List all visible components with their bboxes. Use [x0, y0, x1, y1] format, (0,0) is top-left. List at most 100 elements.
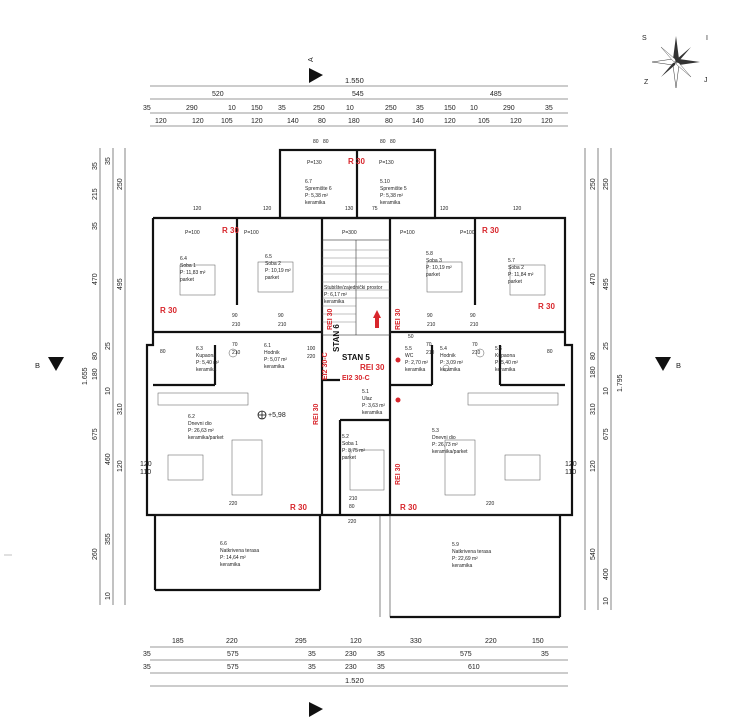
- right-dimension-chains: 250 470 80 675 540 400 10 250 495 25 180…: [565, 148, 624, 610]
- fire-label-ei2-v: EI2 30-C: [322, 352, 329, 380]
- svg-text:6.3: 6.3: [196, 346, 203, 352]
- door-dim-19: 120: [263, 206, 272, 212]
- right-dim-o6: 400: [603, 568, 610, 580]
- svg-text:Soba 1: Soba 1: [342, 441, 358, 447]
- svg-text:P: 8,75 m²: P: 8,75 m²: [342, 448, 365, 454]
- svg-text:Dnevni dio: Dnevni dio: [188, 421, 212, 427]
- bottom-dim-r2-3: 35: [308, 651, 316, 658]
- top-dim-r4-10: 120: [444, 118, 456, 125]
- top-dim-r3-2: 290: [186, 105, 198, 112]
- top-dim-r3-11: 10: [470, 105, 478, 112]
- left-dim-o12: 10: [105, 592, 112, 600]
- room-5-1: 5.1 Ulaz P: 3,63 m² keramika: [362, 389, 385, 416]
- svg-text:parket: parket: [508, 279, 523, 285]
- top-dim-r4-8: 80: [385, 118, 393, 125]
- svg-text:P: 2,70 m²: P: 2,70 m²: [405, 360, 428, 366]
- top-dim-r4-12: 120: [510, 118, 522, 125]
- svg-text:Hodnik: Hodnik: [440, 353, 456, 359]
- left-dim-o3: 35: [92, 222, 99, 230]
- door-dim-25: 80: [547, 349, 553, 355]
- right-dim-o7: 10: [603, 597, 610, 605]
- top-dim-r4-3: 105: [221, 118, 233, 125]
- p-label-7: P=100: [460, 230, 475, 236]
- left-dim-o7: 10: [105, 387, 112, 395]
- door-dim-22: 130: [345, 206, 354, 212]
- apartment-label-stan6: STAN 6: [332, 324, 341, 352]
- door-dim-5a: 70: [232, 342, 238, 348]
- stair-flight: [321, 239, 391, 336]
- fire-marker-dot-2: [395, 397, 401, 403]
- svg-text:keramika: keramika: [495, 367, 516, 373]
- fire-label-r30-7: R 30: [400, 503, 417, 512]
- svg-text:keramika: keramika: [264, 364, 285, 370]
- fire-label-r30-2: R 30: [348, 157, 365, 166]
- svg-text:keramika: keramika: [452, 563, 473, 569]
- svg-text:keramika: keramika: [440, 367, 461, 373]
- door-dim-5b: 210: [232, 350, 241, 356]
- svg-text:Dnevni dio: Dnevni dio: [432, 435, 456, 441]
- door-dimensions: 90 210 90 210 90 210 90 210 70 210 70 21…: [160, 139, 553, 525]
- top-dim-r3-5: 35: [278, 105, 286, 112]
- compass-n: S: [642, 35, 647, 42]
- svg-text:P: 11,84 m²: P: 11,84 m²: [508, 272, 534, 278]
- svg-text:P: 6,17 m²: P: 6,17 m²: [324, 292, 347, 298]
- svg-text:P: 22,69 m²: P: 22,69 m²: [452, 556, 478, 562]
- apartment-label-stan5: STAN 5: [342, 353, 370, 362]
- left-dim-m2: 250: [117, 178, 124, 190]
- furniture: [157, 261, 559, 496]
- room-6-1: 6.1 Hodnik P: 5,07 m² keramika: [264, 343, 287, 370]
- svg-text:6.5: 6.5: [265, 254, 272, 260]
- svg-text:5.4: 5.4: [440, 346, 447, 352]
- stair-common-area: Stubište/zajednički prostor P: 6,17 m² k…: [324, 285, 383, 305]
- svg-text:Kupaona: Kupaona: [196, 353, 216, 359]
- left-dim-o1: 35: [92, 162, 99, 170]
- top-dim-r3-10: 150: [444, 105, 456, 112]
- left-dim-o5: 80: [92, 352, 99, 360]
- level-crosshair-icon: [258, 411, 266, 419]
- room-5-10: 5.10 Spremište 5 P: 5,38 m² keramika: [380, 179, 407, 206]
- left-dim-o10: 260: [92, 548, 99, 560]
- top-dim-r4-11: 105: [478, 118, 490, 125]
- compass-rose-icon: S I J Z: [642, 35, 708, 89]
- bottom-dim-r1-1: 185: [172, 638, 184, 645]
- door-dim-17: 80: [390, 139, 396, 145]
- fire-label-r30-3: R 30: [482, 226, 499, 235]
- top-dim-r3-8: 250: [385, 105, 397, 112]
- p-label-2: P=130: [379, 160, 394, 166]
- fire-label-rei30-v3: REI 30: [313, 403, 320, 425]
- svg-text:5.3: 5.3: [432, 428, 439, 434]
- door-dim-11: 220: [348, 519, 357, 525]
- svg-text:Stubište/zajednički prostor: Stubište/zajednički prostor: [324, 285, 383, 291]
- right-dim-m7: 120: [590, 460, 597, 472]
- top-dim-r3-9: 35: [416, 105, 424, 112]
- level-marker: +5,98: [257, 410, 286, 420]
- svg-text:keramika: keramika: [405, 367, 426, 373]
- fire-label-ei2-h: EI2 30-C: [342, 375, 370, 382]
- svg-text:P: 10,19 m²: P: 10,19 m²: [426, 265, 452, 271]
- compass-w: Z: [644, 79, 649, 86]
- left-window-w2: 110: [140, 469, 151, 476]
- bottom-dim-r2-6: 575: [460, 651, 472, 658]
- room-6-5: 6.5 Soba 2 P: 10,19 m² parket: [265, 254, 291, 281]
- svg-text:Soba 2: Soba 2: [265, 261, 281, 267]
- svg-text:6.7: 6.7: [305, 179, 312, 185]
- section-marker-right: B: [655, 357, 681, 371]
- left-window-w1: 120: [140, 461, 152, 468]
- section-marker-bottom: [309, 702, 323, 717]
- svg-text:5.8: 5.8: [426, 251, 433, 257]
- fire-label-rei30-v1: REI 30: [327, 308, 334, 330]
- svg-text:P: 3,63 m²: P: 3,63 m²: [362, 403, 385, 409]
- fire-label-rei30-v4: REI 30: [395, 463, 402, 485]
- svg-text:6.4: 6.4: [180, 256, 187, 262]
- door-dim-23: 75: [372, 206, 378, 212]
- bottom-dim-r2-4: 230: [345, 651, 357, 658]
- right-dim-o1: 250: [590, 178, 597, 190]
- top-dim-r3-13: 35: [545, 105, 553, 112]
- svg-text:P: 26,73 m²: P: 26,73 m²: [432, 442, 458, 448]
- svg-text:P: 5,40 m²: P: 5,40 m²: [196, 360, 219, 366]
- p-label-1: P=130: [307, 160, 322, 166]
- bottom-dim-r1-7: 150: [532, 638, 544, 645]
- right-window-w1: 120: [565, 461, 577, 468]
- compass-e: I: [706, 35, 708, 42]
